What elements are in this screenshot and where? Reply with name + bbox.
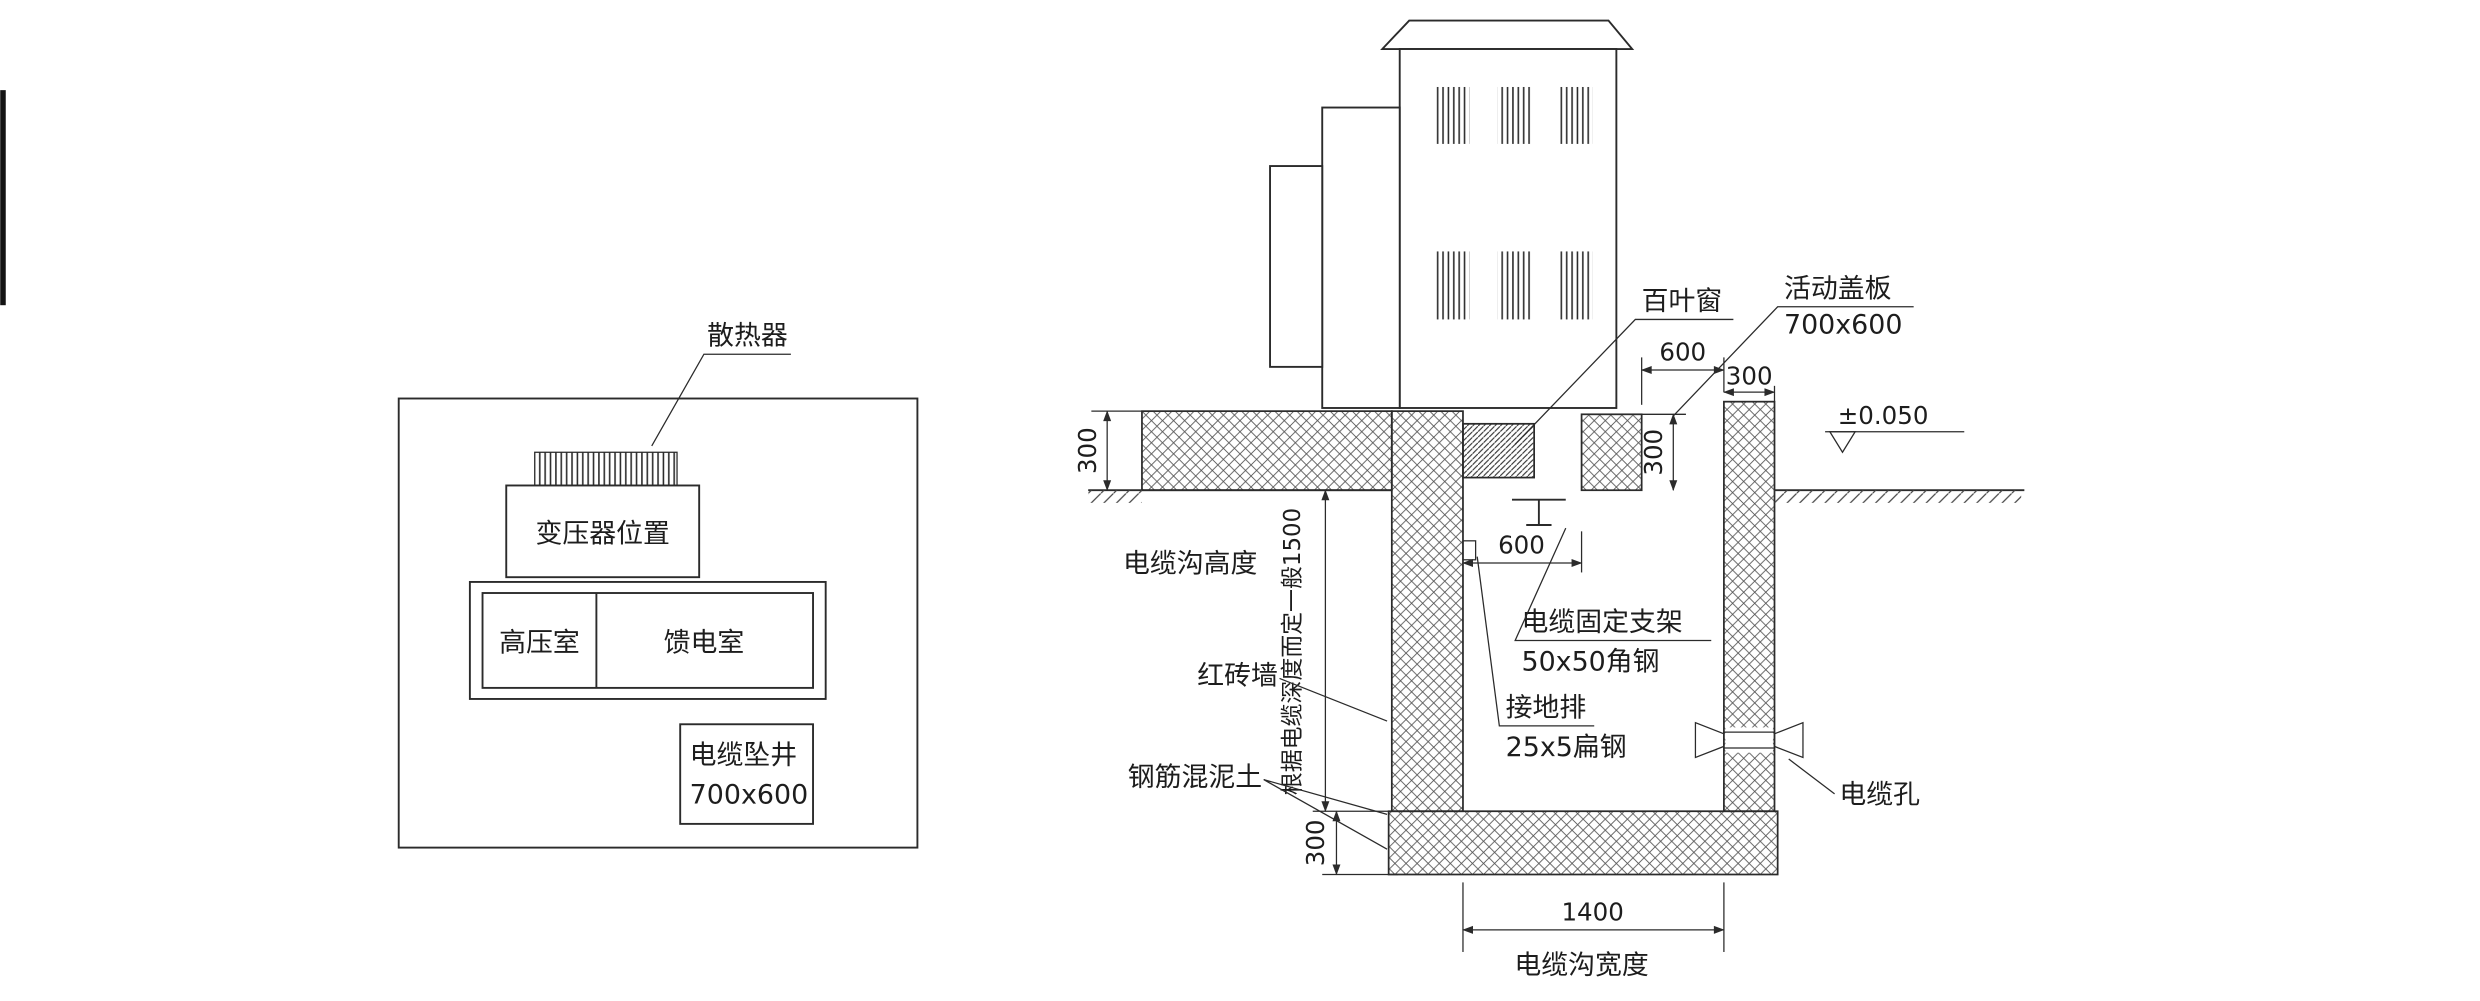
cable-hole-inner-flare (1694, 721, 1725, 759)
trench-height-label: 电缆沟高度 (1123, 548, 1257, 579)
cable-hole-outer-flare (1773, 721, 1804, 759)
cable-hole-label: 电缆孔 (1839, 779, 1920, 810)
elevation-triangle-icon (1828, 431, 1857, 454)
cover-size-text: 700x600 (1784, 310, 1903, 341)
cable-well-label: 电缆坠井 (690, 740, 798, 771)
rooms-inner-box (481, 592, 814, 689)
dim-slab-300-left-text: 300 (1073, 427, 1102, 474)
ground-bar-label: 接地排 (1506, 692, 1587, 723)
concrete-label: 钢筋混泥土 (1128, 762, 1262, 793)
bracket-leader-line (1514, 527, 1712, 642)
transformer-box (505, 484, 701, 579)
dim-cover-600-text: 600 (1659, 338, 1706, 367)
cable-well-size: 700x600 (690, 779, 809, 810)
transformer-label: 变压器位置 (536, 518, 670, 549)
dim-wall-300-text: 300 (1726, 361, 1773, 390)
dim-floor-300: 300 (1301, 810, 1399, 876)
louver-vent-block (1462, 422, 1536, 479)
hv-room-label: 高压室 (499, 628, 580, 659)
dim-trench-1400-text: 1400 (1561, 897, 1623, 926)
dim-wall-300: 300 (1723, 361, 1776, 402)
cabinet-vent (1559, 251, 1593, 320)
feeder-room-label: 馈电室 (664, 628, 745, 659)
cable-hole-gap (1725, 727, 1773, 753)
cabinet-vent (1497, 86, 1531, 144)
dim-slab-300-right-text: 300 (1639, 429, 1668, 476)
soil-ticks-left (1088, 490, 1142, 503)
bracket-label: 电缆固定支架 (1521, 607, 1682, 638)
dim-trench-1400: 1400 (1462, 882, 1725, 952)
bracket-spec-text: 50x50角钢 (1521, 646, 1659, 677)
grounding-bar (1462, 540, 1477, 561)
louver-label: 百叶窗 (1642, 286, 1723, 317)
depth-note-text: 根据电缆深度而定一般1500 (1280, 508, 1306, 795)
brick-wall-leader-line (1279, 677, 1388, 722)
screen-edge-artifact (0, 90, 6, 306)
cabinet-vent (1497, 251, 1531, 320)
ground-bar-spec-text: 25x5扁钢 (1506, 732, 1627, 763)
cover-label: 活动盖板 (1784, 273, 1892, 304)
cabinet-vent (1436, 86, 1470, 144)
trench-wall-left (1390, 410, 1464, 813)
cable-bracket (1511, 498, 1566, 526)
dim-trench-height: 根据电缆深度而定一般1500 (1280, 489, 1392, 813)
concrete-leader-lines (1263, 779, 1388, 850)
dim-floor-300-text: 300 (1301, 819, 1330, 866)
radiator-label: 散热器 (707, 321, 788, 352)
slab-segment (1580, 413, 1643, 492)
section-view: 600 300 ±0.050 300 300 根据 (1073, 19, 2025, 981)
dim-bracket-600: 600 (1462, 530, 1583, 573)
dim-slab-300-left: 300 (1073, 410, 1152, 492)
cover-leader-line (1672, 306, 1914, 417)
ground-bar-leader-line (1476, 556, 1595, 727)
elevation-text: ±0.050 (1838, 401, 1929, 430)
plan-view: 散热器 变压器位置 高压室 馈电室 电缆坠井 700x600 (397, 321, 919, 849)
cable-well-box (679, 723, 814, 825)
dim-bracket-600-text: 600 (1498, 530, 1545, 559)
cabinet-vent (1559, 86, 1593, 144)
dim-cover-600: 600 (1640, 338, 1725, 405)
cable-hole-leader-line (1788, 758, 1835, 795)
radiator-leader-line (651, 353, 791, 447)
cabinet-vent (1436, 251, 1470, 320)
radiator-fins (534, 452, 678, 486)
brick-wall-label: 红砖墙 (1197, 661, 1278, 692)
cabinet-roof (1380, 19, 1635, 50)
louver-leader-line (1514, 318, 1734, 445)
soil-ticks-right (1774, 490, 2022, 503)
cabinet-side-box (1321, 106, 1401, 409)
elevation-marker: ±0.050 (1825, 401, 1965, 454)
dim-slab-300-right: 300 (1639, 413, 1686, 492)
cabinet-side-box-outer (1269, 165, 1324, 368)
trench-width-label: 电缆沟宽度 (1514, 950, 1648, 981)
trench-floor-slab (1387, 810, 1779, 876)
ground-slab-left (1141, 410, 1393, 492)
